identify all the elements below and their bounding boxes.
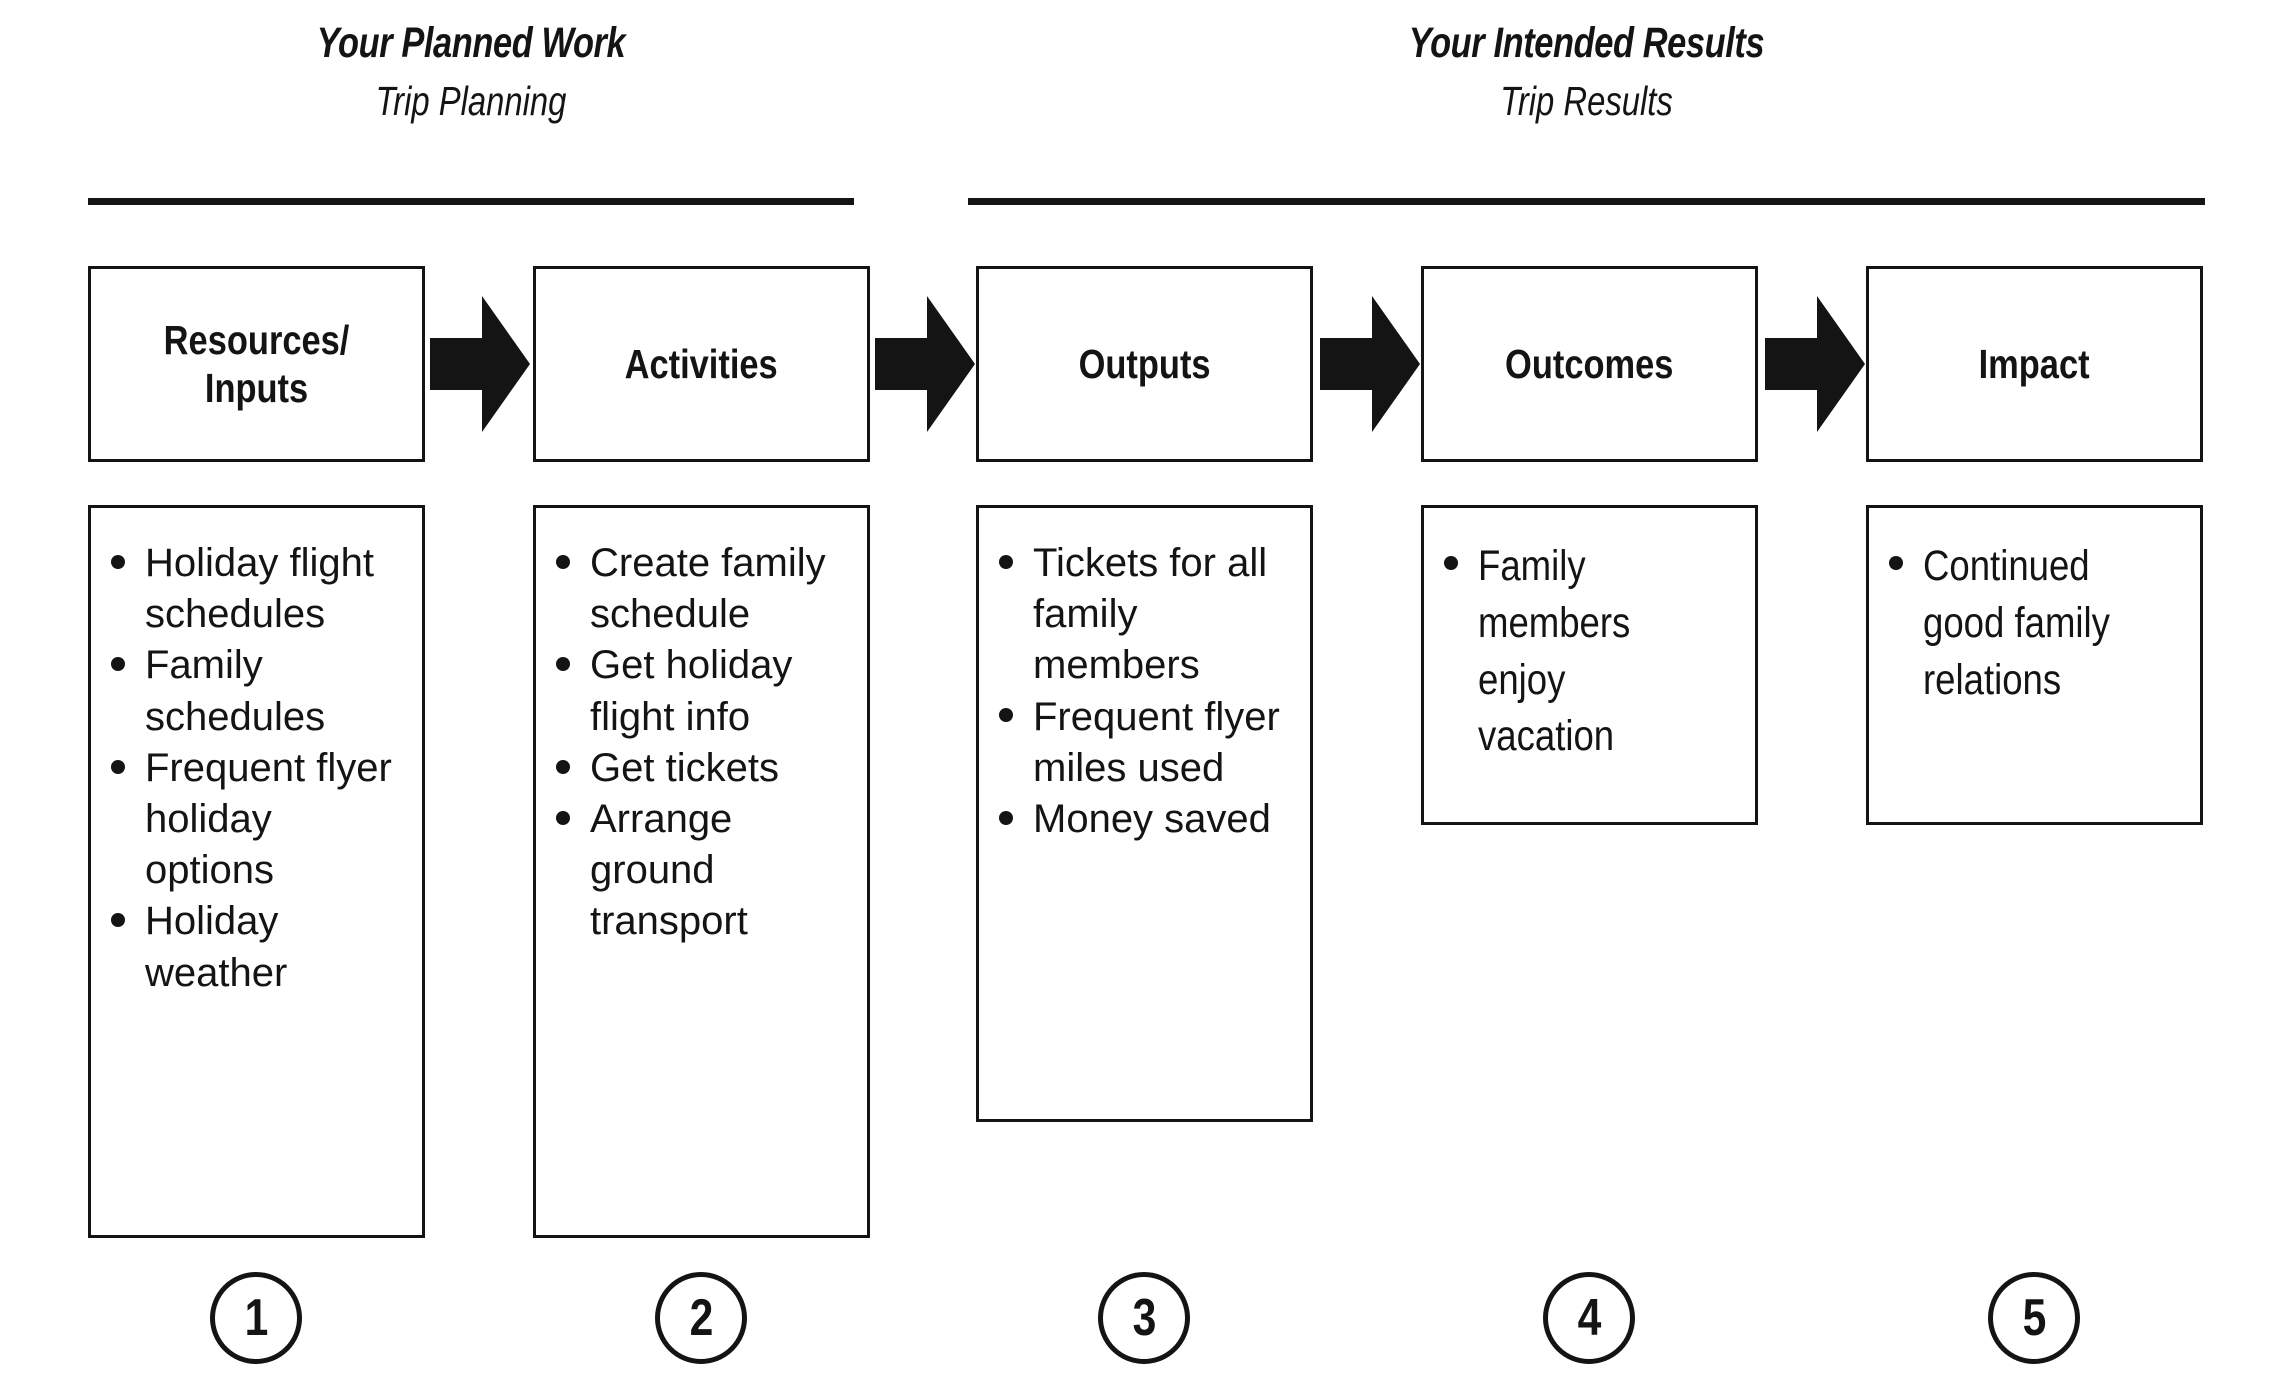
- section-header-intended-results: Your Intended Results Trip Results: [968, 22, 2205, 122]
- list-item: Frequent flyer holiday options: [105, 743, 408, 897]
- section-divider-right: [968, 198, 2205, 205]
- stage-label: Activities: [624, 340, 779, 387]
- bullet-icon: [556, 554, 570, 569]
- bullet-list: Holiday flight schedules Family schedule…: [105, 538, 408, 999]
- section-title: Your Intended Results: [1408, 19, 1765, 67]
- stage-box-outputs[interactable]: Outputs: [976, 266, 1313, 462]
- section-title: Your Planned Work: [316, 19, 626, 67]
- stage-number-circle-2: 2: [655, 1272, 747, 1364]
- bullet-icon: [999, 708, 1013, 723]
- bullet-icon: [999, 554, 1013, 569]
- stage-label: Impact: [1978, 340, 2091, 387]
- right-block-arrow-icon-3: [1320, 296, 1420, 432]
- bullet-icon: [556, 810, 570, 825]
- right-block-arrow-icon-4: [1765, 296, 1865, 432]
- stage-number: 1: [244, 1289, 268, 1347]
- list-item: Get holiday flight info: [550, 640, 853, 742]
- stage-number: 3: [1132, 1289, 1156, 1347]
- section-subtitle: Trip Planning: [375, 78, 567, 124]
- bullet-icon: [556, 657, 570, 672]
- stage-number-circle-3: 3: [1098, 1272, 1190, 1364]
- bullet-icon: [1444, 556, 1458, 571]
- list-item: Family schedules: [105, 640, 408, 742]
- list-item: Continued good family relations: [1883, 538, 2186, 708]
- stage-number: 4: [1577, 1289, 1601, 1347]
- bullet-list: Create family schedule Get holiday fligh…: [550, 538, 853, 948]
- bullet-icon: [111, 554, 125, 569]
- bullet-list: Family members enjoy vacation: [1438, 538, 1741, 765]
- bullet-icon: [556, 759, 570, 774]
- stage-box-impact[interactable]: Impact: [1866, 266, 2203, 462]
- bullet-list: Tickets for all family members Frequent …: [993, 538, 1296, 845]
- list-item: Arrange ground transport: [550, 794, 853, 948]
- stage-number-circle-4: 4: [1543, 1272, 1635, 1364]
- list-item: Holiday flight schedules: [105, 538, 408, 640]
- list-item: Family members enjoy vacation: [1438, 538, 1741, 765]
- list-box-impact[interactable]: Continued good family relations: [1866, 505, 2203, 825]
- stage-box-outcomes[interactable]: Outcomes: [1421, 266, 1758, 462]
- list-item: Get tickets: [550, 743, 853, 794]
- list-item: Tickets for all family members: [993, 538, 1296, 692]
- bullet-icon: [111, 657, 125, 672]
- stage-number-circle-5: 5: [1988, 1272, 2080, 1364]
- stage-label: Outputs: [1078, 340, 1211, 387]
- stage-box-activities[interactable]: Activities: [533, 266, 870, 462]
- bullet-icon: [999, 810, 1013, 825]
- bullet-icon: [1889, 556, 1903, 571]
- list-item: Create family schedule: [550, 538, 853, 640]
- stage-number: 5: [2022, 1289, 2046, 1347]
- section-subtitle: Trip Results: [1500, 78, 1673, 124]
- list-box-activities[interactable]: Create family schedule Get holiday fligh…: [533, 505, 870, 1238]
- stage-label: Resources/ Inputs: [163, 316, 350, 411]
- stage-number: 2: [689, 1289, 713, 1347]
- list-item: Frequent flyer miles used: [993, 692, 1296, 794]
- bullet-list: Continued good family relations: [1883, 538, 2186, 708]
- section-divider-left: [88, 198, 854, 205]
- list-box-resources-inputs[interactable]: Holiday flight schedules Family schedule…: [88, 505, 425, 1238]
- list-box-outputs[interactable]: Tickets for all family members Frequent …: [976, 505, 1313, 1122]
- list-item: Money saved: [993, 794, 1296, 845]
- list-item: Holiday weather: [105, 896, 408, 998]
- bullet-icon: [111, 913, 125, 928]
- stage-label: Outcomes: [1505, 340, 1674, 387]
- right-block-arrow-icon-2: [875, 296, 975, 432]
- section-header-planned-work: Your Planned Work Trip Planning: [88, 22, 854, 122]
- list-box-outcomes[interactable]: Family members enjoy vacation: [1421, 505, 1758, 825]
- right-block-arrow-icon-1: [430, 296, 530, 432]
- bullet-icon: [111, 759, 125, 774]
- stage-number-circle-1: 1: [210, 1272, 302, 1364]
- stage-box-resources-inputs[interactable]: Resources/ Inputs: [88, 266, 425, 462]
